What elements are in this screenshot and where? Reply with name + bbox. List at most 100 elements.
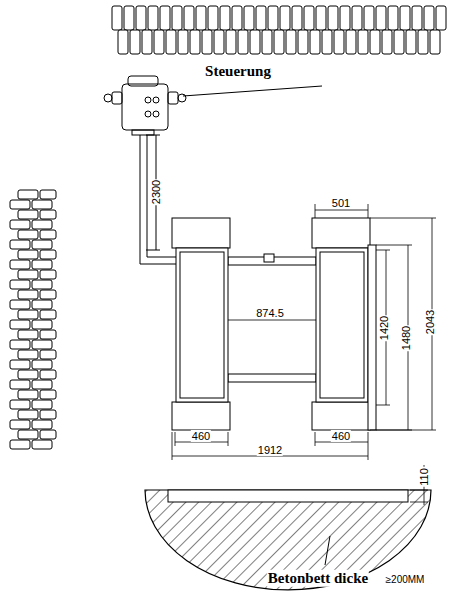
brick	[40, 350, 56, 359]
brick	[298, 30, 308, 54]
brick	[340, 6, 350, 30]
brick	[238, 30, 248, 54]
brick	[256, 6, 266, 30]
foundation	[145, 490, 431, 590]
dimension-lines	[172, 204, 436, 505]
brick	[196, 6, 206, 30]
brick	[18, 270, 38, 279]
brick	[130, 30, 140, 54]
brick	[32, 360, 52, 369]
control-unit	[104, 76, 186, 135]
brick	[32, 320, 52, 329]
brick	[184, 6, 194, 30]
brick	[32, 340, 52, 349]
brick	[154, 30, 164, 54]
brick	[430, 30, 440, 54]
brick	[376, 6, 386, 30]
brick	[10, 300, 30, 309]
brick	[406, 30, 416, 54]
brick	[322, 30, 332, 54]
brick	[18, 210, 38, 219]
brick	[40, 410, 56, 419]
brick	[220, 6, 230, 30]
brick	[292, 6, 302, 30]
brick	[32, 400, 52, 409]
brick	[18, 350, 38, 359]
dimension: 874.5	[255, 307, 285, 319]
brick	[334, 30, 344, 54]
brick	[232, 6, 242, 30]
brick	[18, 390, 38, 399]
brick	[178, 30, 188, 54]
brick	[310, 30, 320, 54]
brick	[40, 190, 56, 199]
brick	[418, 30, 428, 54]
brick	[202, 30, 212, 54]
brick	[214, 30, 224, 54]
brick	[268, 6, 278, 30]
brick	[10, 380, 30, 389]
brick	[436, 6, 446, 30]
note: Betonbett dicke	[267, 570, 369, 587]
brick	[142, 30, 152, 54]
brick	[166, 30, 176, 54]
brick	[148, 6, 158, 30]
brick	[18, 250, 38, 259]
dimension: 1912	[257, 444, 283, 456]
brick	[18, 310, 38, 319]
brick	[286, 30, 296, 54]
brick	[388, 6, 398, 30]
brick	[10, 420, 30, 429]
note: ≥200MM	[385, 574, 426, 585]
brick	[32, 220, 52, 229]
brick	[40, 250, 56, 259]
brick	[10, 200, 30, 209]
dimension: 460	[191, 430, 211, 442]
brick	[18, 230, 38, 239]
brick	[18, 410, 38, 419]
brick	[32, 280, 52, 289]
brick	[124, 6, 134, 30]
left-wall	[10, 190, 56, 449]
brick	[118, 30, 128, 54]
brick	[304, 6, 314, 30]
dimension: 501	[331, 197, 351, 209]
brick	[40, 370, 56, 379]
brick	[280, 6, 290, 30]
platforms	[172, 218, 376, 430]
brick	[10, 280, 30, 289]
brick	[250, 30, 260, 54]
brick	[346, 30, 356, 54]
brick	[18, 370, 38, 379]
brick	[18, 290, 38, 299]
brick	[40, 430, 56, 439]
brick	[412, 6, 422, 30]
brick	[400, 6, 410, 30]
brick	[328, 6, 338, 30]
dimension: 2300	[150, 179, 162, 205]
brick	[32, 300, 52, 309]
brick	[10, 320, 30, 329]
brick	[274, 30, 284, 54]
part-label: Steuerung	[204, 63, 272, 80]
dimension: 1420	[378, 315, 390, 341]
brick	[190, 30, 200, 54]
brick	[262, 30, 272, 54]
brick	[10, 400, 30, 409]
brick	[32, 380, 52, 389]
brick	[10, 340, 30, 349]
brick	[424, 6, 434, 30]
brick	[40, 270, 56, 279]
brick	[172, 6, 182, 30]
brick	[208, 6, 218, 30]
brick	[10, 240, 30, 249]
brick	[32, 240, 52, 249]
brick	[358, 30, 368, 54]
brick	[226, 30, 236, 54]
brick	[394, 30, 404, 54]
dimension: 2043	[424, 309, 436, 335]
brick	[382, 30, 392, 54]
brick	[316, 6, 326, 30]
brick	[160, 6, 170, 30]
